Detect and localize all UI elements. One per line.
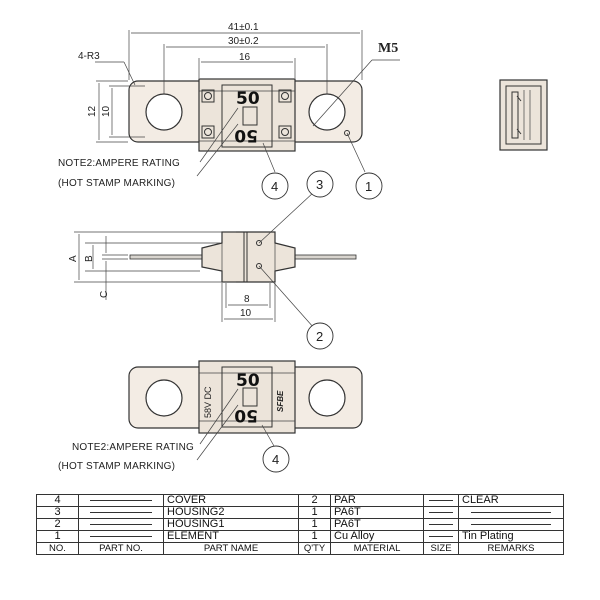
bottom-cover [221, 366, 273, 428]
bottom-left-hole [145, 379, 183, 417]
bom-size [423, 530, 459, 543]
bom-remarks [458, 506, 564, 519]
profile-housing [201, 231, 296, 283]
bom-row: 1 ELEMENT 1 Cu Alloy Tin Plating [36, 530, 564, 543]
bom-part-no [78, 530, 164, 543]
balloon-4-bottom [262, 445, 290, 473]
balloon-4-top [261, 172, 289, 200]
bom-header-size: SIZE [423, 542, 459, 555]
fuse-drawing: 50 50 41±0.1 30±0.2 16 4-R3 M5 12 [58, 22, 548, 473]
bottom-stamp: (HOT STAMP MARKING) [58, 461, 175, 472]
profile-view: A B C 8 10 3 2 [68, 170, 357, 350]
dim-overall: 41±0.1 [228, 22, 259, 33]
dim-hole-spacing: 30±0.2 [228, 36, 259, 47]
bom-part-no [78, 518, 164, 531]
bom-no: 1 [36, 530, 79, 543]
bom-remarks: Tin Plating [458, 530, 564, 543]
bom-material: PA6T [330, 518, 424, 531]
balloon-2 [306, 322, 334, 350]
top-view: 50 50 41±0.1 30±0.2 16 4-R3 M5 12 [58, 22, 400, 200]
bom-part-no [78, 506, 164, 519]
bom-header-part-no: PART NO. [78, 542, 164, 555]
bom-header-row: NO. PART NO. PART NAME Q'TY MATERIAL SIZ… [36, 542, 564, 555]
bom-part-no [78, 494, 164, 507]
dim-height-inner: 10 [101, 105, 112, 117]
dim-radius: 4-R3 [78, 51, 100, 62]
bom-header-remarks: REMARKS [458, 542, 564, 555]
bom-qty: 1 [298, 506, 331, 519]
bom-part-name: ELEMENT [163, 530, 299, 543]
bom-size [423, 494, 459, 507]
top-note: NOTE2:AMPERE RATING [58, 158, 180, 169]
balloon-1 [355, 172, 383, 200]
bottom-rating: 50 [236, 371, 260, 391]
bom-part-name: COVER [163, 494, 299, 507]
dim-height-outer: 12 [87, 105, 98, 117]
voltage-marking: 58V DC [203, 386, 213, 418]
bom-no: 4 [36, 494, 79, 507]
bill-of-materials: 4 COVER 2 PAR CLEAR 3 HOUSING2 1 PA6T 2 … [36, 494, 564, 555]
screw-top-left [201, 89, 215, 103]
bom-header-material: MATERIAL [330, 542, 424, 555]
top-rating: 50 [236, 89, 260, 109]
bom-header-qty: Q'TY [298, 542, 331, 555]
bom-remarks [458, 518, 564, 531]
bom-no: 3 [36, 506, 79, 519]
bottom-right-hole [308, 379, 346, 417]
bom-row: 3 HOUSING2 1 PA6T [36, 506, 564, 519]
bom-size [423, 518, 459, 531]
bom-qty: 1 [298, 530, 331, 543]
screw-top-right [278, 89, 292, 103]
thread-spec: M5 [378, 41, 398, 56]
bom-row: 4 COVER 2 PAR CLEAR [36, 494, 564, 507]
side-housing [499, 79, 548, 151]
bom-size [423, 506, 459, 519]
top-rating-rotated: 50 [234, 125, 258, 145]
top-housing-edge [198, 78, 296, 152]
bom-material: PA6T [330, 506, 424, 519]
bottom-note: NOTE2:AMPERE RATING [72, 442, 194, 453]
bom-material: PAR [330, 494, 424, 507]
bottom-rating-rotated: 50 [234, 405, 258, 425]
dim-side-outer: 10 [240, 308, 252, 319]
svg-text:2: 2 [316, 329, 323, 344]
dim-c: C [99, 291, 110, 298]
dim-a: A [68, 255, 79, 262]
left-terminal-hole [145, 93, 183, 131]
svg-text:4: 4 [271, 179, 278, 194]
bom-no: 2 [36, 518, 79, 531]
bom-remarks: CLEAR [458, 494, 564, 507]
bom-header-no: NO. [36, 542, 79, 555]
bom-qty: 2 [298, 494, 331, 507]
screw-bottom-left [201, 125, 215, 139]
screw-bottom-right [278, 125, 292, 139]
right-side-view [499, 79, 548, 151]
svg-text:1: 1 [365, 179, 372, 194]
dim-body-width: 16 [239, 52, 251, 63]
svg-text:3: 3 [316, 177, 323, 192]
bom-part-name: HOUSING2 [163, 506, 299, 519]
svg-text:4: 4 [272, 452, 279, 467]
balloon-3 [306, 170, 334, 198]
bom-part-name: HOUSING1 [163, 518, 299, 531]
bom-header-part-name: PART NAME [163, 542, 299, 555]
bom-material: Cu Alloy [330, 530, 424, 543]
brand-logo: SFBE [276, 390, 285, 412]
top-stamp: (HOT STAMP MARKING) [58, 178, 175, 189]
bom-row: 2 HOUSING1 1 PA6T [36, 518, 564, 531]
dim-b: B [84, 255, 95, 262]
dim-side-inner: 8 [244, 294, 250, 305]
bom-qty: 1 [298, 518, 331, 531]
bottom-view: 50 50 58V DC SFBE NOTE2:AMPERE RATING (H… [58, 360, 363, 473]
top-cover [221, 84, 273, 148]
